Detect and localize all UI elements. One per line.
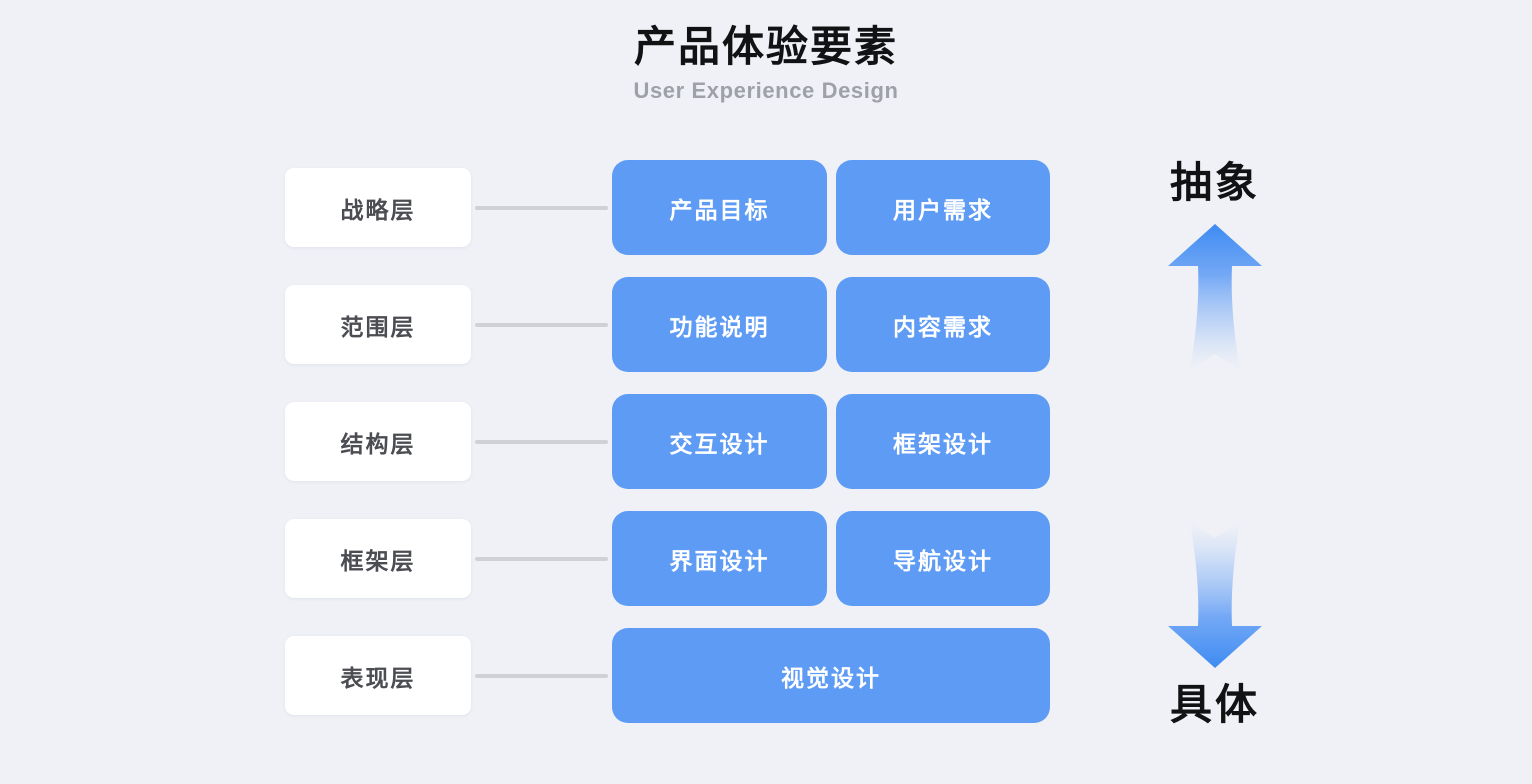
card-label: 框架设计 <box>893 430 993 457</box>
card-visual-design[interactable]: 视觉设计 <box>612 628 1050 723</box>
abstraction-axis: 抽象 具体 <box>1140 0 1290 784</box>
card-label: 导航设计 <box>893 547 993 574</box>
diagram-row-structure: 结构层 交互设计 框架设计 <box>285 394 1050 489</box>
card-user-needs[interactable]: 用户需求 <box>836 160 1050 255</box>
layer-label-text: 框架层 <box>340 547 416 574</box>
layer-label-text: 结构层 <box>340 430 416 457</box>
diagram-row-surface: 表现层 视觉设计 <box>285 628 1050 723</box>
page-subtitle: User Experience Design <box>633 78 899 103</box>
page-header: 产品体验要素 User Experience Design <box>0 22 1532 106</box>
layer-label-text: 表现层 <box>340 664 416 691</box>
layer-label-box-scope[interactable]: 范围层 <box>285 285 471 364</box>
card-label: 用户需求 <box>893 196 993 223</box>
card-interface-design[interactable]: 界面设计 <box>612 511 827 606</box>
card-label: 视觉设计 <box>781 664 881 691</box>
card-product-goal[interactable]: 产品目标 <box>612 160 827 255</box>
layer-label-box-strategy[interactable]: 战略层 <box>285 168 471 247</box>
diagram-row-scope: 范围层 功能说明 内容需求 <box>285 277 1050 372</box>
ux-elements-diagram: 战略层 产品目标 用户需求 范围层 功能说明 内容需求 结构 <box>0 160 1532 740</box>
diagram-row-strategy: 战略层 产品目标 用户需求 <box>285 160 1050 255</box>
card-interaction-design[interactable]: 交互设计 <box>612 394 827 489</box>
page-title: 产品体验要素 <box>633 23 898 70</box>
card-group: 视觉设计 <box>612 628 1050 723</box>
card-label: 内容需求 <box>893 313 993 340</box>
axis-label-abstract: 抽象 <box>1169 159 1260 206</box>
card-functional-spec[interactable]: 功能说明 <box>612 277 827 372</box>
arrow-up-icon <box>1168 224 1262 370</box>
connector-line <box>475 206 608 210</box>
card-group: 交互设计 框架设计 <box>612 394 1050 489</box>
card-group: 界面设计 导航设计 <box>612 511 1050 606</box>
connector-line <box>475 557 608 561</box>
card-label: 界面设计 <box>669 547 770 574</box>
card-information-architecture[interactable]: 框架设计 <box>836 394 1050 489</box>
card-navigation-design[interactable]: 导航设计 <box>836 511 1050 606</box>
arrow-down-icon <box>1168 522 1262 668</box>
card-label: 交互设计 <box>669 430 770 457</box>
layer-label-box-skeleton[interactable]: 框架层 <box>285 519 471 598</box>
layer-label-box-structure[interactable]: 结构层 <box>285 402 471 481</box>
layer-label-text: 战略层 <box>340 196 416 223</box>
connector-line <box>475 440 608 444</box>
connector-line <box>475 323 608 327</box>
diagram-row-skeleton: 框架层 界面设计 导航设计 <box>285 511 1050 606</box>
axis-label-concrete: 具体 <box>1169 681 1260 728</box>
connector-line <box>475 674 608 678</box>
card-label: 功能说明 <box>669 313 770 340</box>
card-content-requirements[interactable]: 内容需求 <box>836 277 1050 372</box>
layer-label-box-surface[interactable]: 表现层 <box>285 636 471 715</box>
card-group: 产品目标 用户需求 <box>612 160 1050 255</box>
card-group: 功能说明 内容需求 <box>612 277 1050 372</box>
card-label: 产品目标 <box>669 196 770 223</box>
layer-label-text: 范围层 <box>340 313 416 340</box>
